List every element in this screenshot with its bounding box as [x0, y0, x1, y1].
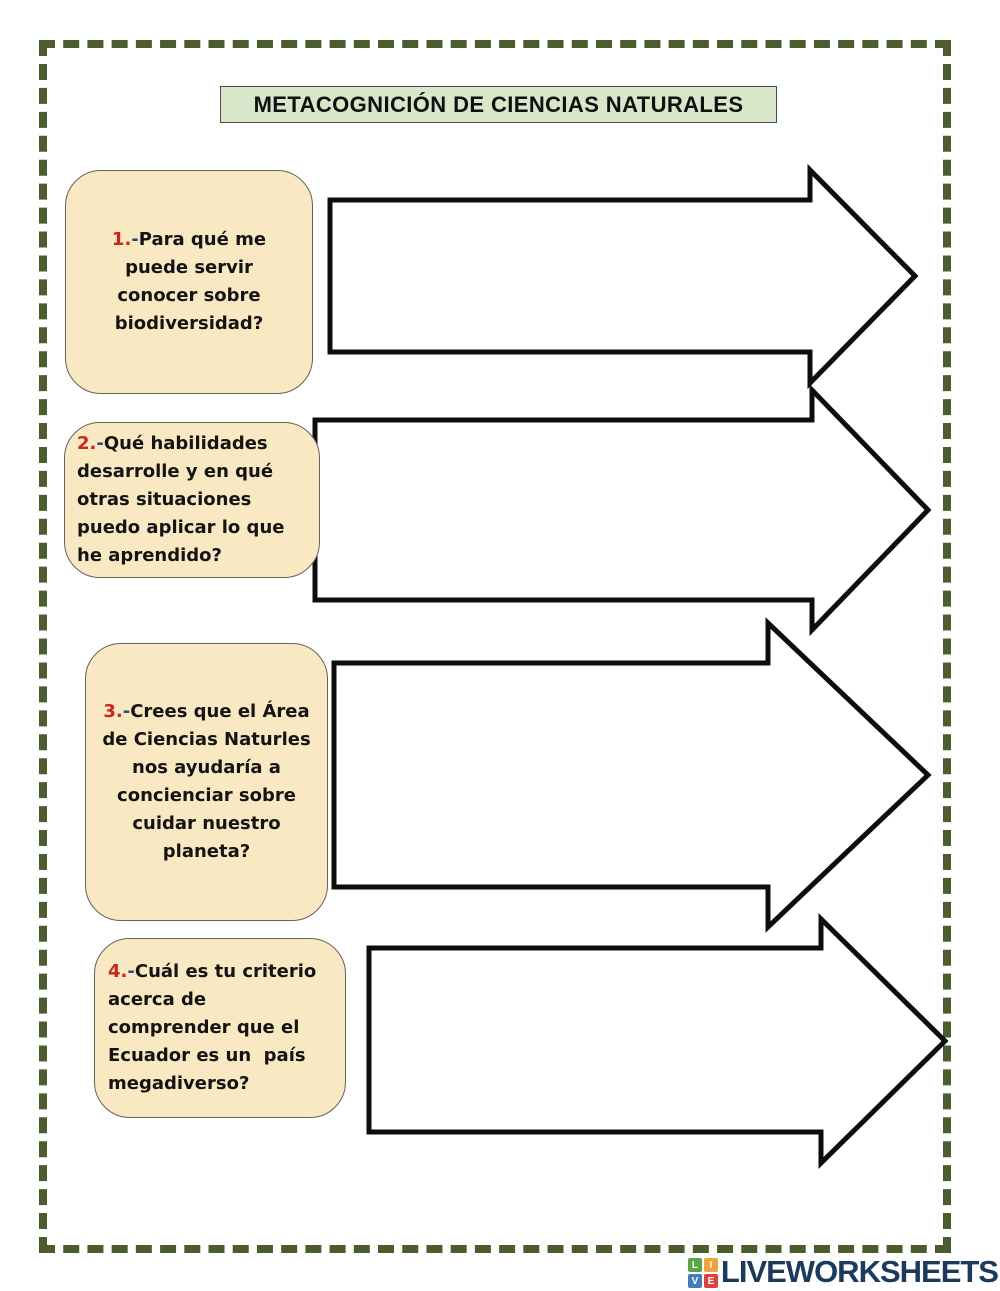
arrow-right-icon — [366, 913, 949, 1169]
answer-arrow-3[interactable] — [331, 617, 932, 933]
question-box-4: 4.-Cuál es tu criterio acerca de compren… — [94, 938, 346, 1118]
logo-square-e: E — [703, 1274, 718, 1288]
question-2-text: Qué habilidades desarrolle y en qué otra… — [77, 433, 291, 566]
answer-arrow-1[interactable] — [327, 163, 919, 390]
question-1: 1.-Para qué me puede servir conocer sobr… — [92, 226, 286, 338]
question-box-1: 1.-Para qué me puede servir conocer sobr… — [65, 170, 313, 394]
question-box-2: 2.-Qué habilidades desarrolle y en qué o… — [64, 422, 320, 578]
liveworksheets-icon: L I V E — [687, 1258, 718, 1288]
question-2-number: 2. — [77, 433, 97, 454]
liveworksheets-logo[interactable]: L I V E LIVEWORKSHEETS — [687, 1254, 999, 1290]
question-1-text: Para qué me puede servir conocer sobre b… — [114, 229, 273, 334]
question-1-number: 1. — [111, 229, 132, 250]
question-2-dash: - — [96, 433, 104, 454]
worksheet-title-box: METACOGNICIÓN DE CIENCIAS NATURALES — [220, 86, 777, 123]
logo-square-i: I — [703, 1258, 718, 1272]
question-4-text: Cuál es tu criterio acerca de comprender… — [108, 961, 323, 1094]
question-2: 2.-Qué habilidades desarrolle y en qué o… — [77, 430, 307, 570]
page-title: METACOGNICIÓN DE CIENCIAS NATURALES — [253, 91, 744, 117]
question-4: 4.-Cuál es tu criterio acerca de compren… — [108, 958, 332, 1098]
arrow-right-icon — [312, 383, 932, 637]
question-3-dash: - — [122, 701, 131, 722]
question-box-3: 3.-Crees que el Área de Ciencias Naturle… — [85, 643, 328, 921]
answer-arrow-4[interactable] — [366, 913, 949, 1169]
arrow-right-icon — [327, 163, 919, 390]
logo-square-v: V — [687, 1274, 702, 1288]
question-4-dash: - — [127, 961, 135, 982]
arrow-right-icon — [331, 617, 932, 933]
question-3-text: Crees que el Área de Ciencias Naturles n… — [102, 701, 317, 862]
question-3: 3.-Crees que el Área de Ciencias Naturle… — [99, 698, 314, 866]
brand-wordmark: LIVEWORKSHEETS — [720, 1254, 999, 1289]
question-1-dash: - — [131, 229, 139, 250]
question-3-number: 3. — [103, 701, 123, 722]
logo-square-l: L — [687, 1258, 702, 1272]
question-4-number: 4. — [108, 961, 128, 982]
answer-arrow-2[interactable] — [312, 383, 932, 637]
page-dashed-border — [39, 40, 951, 1253]
